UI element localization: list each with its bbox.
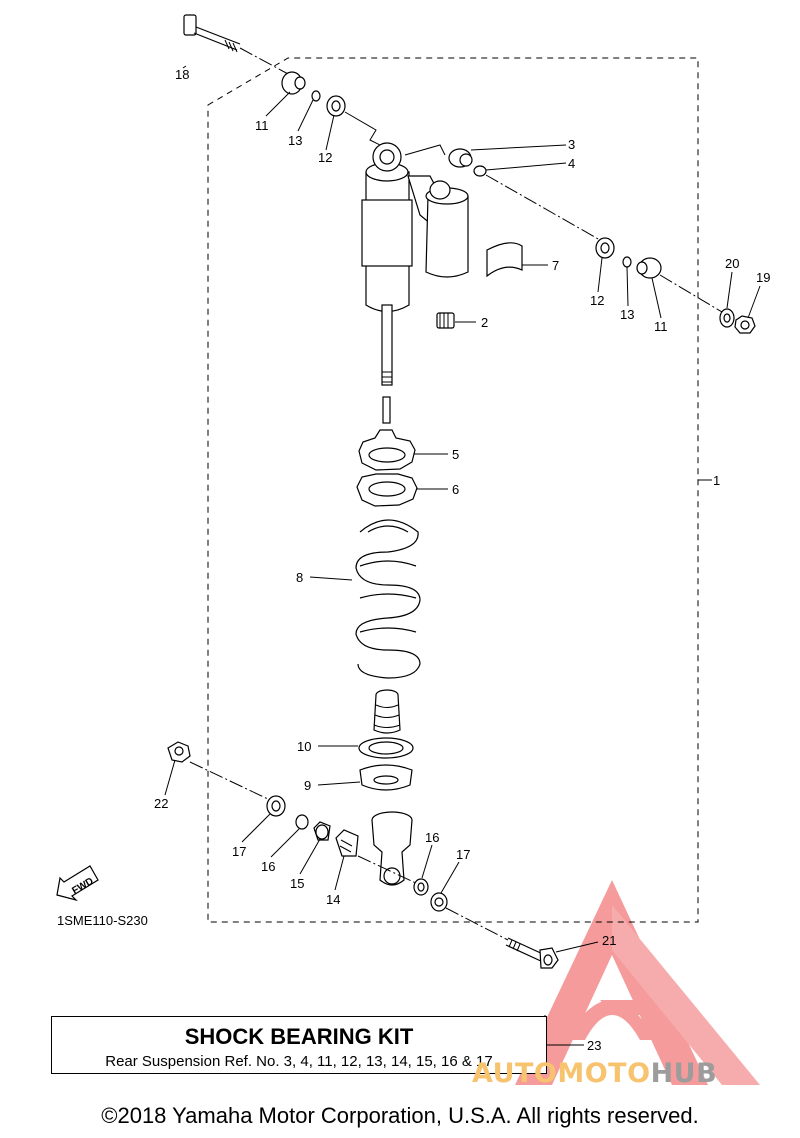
callout-4: 4	[568, 156, 575, 171]
watermark-part1: AUTOMOTO	[472, 1058, 651, 1089]
callout-3: 3	[568, 137, 575, 152]
copyright-notice: ©2018 Yamaha Motor Corporation, U.S.A. A…	[101, 1103, 699, 1128]
callout-8: 8	[296, 570, 303, 585]
triangle-logo-icon	[515, 880, 760, 1085]
seal-16-right	[413, 878, 429, 896]
callout-17-left: 17	[232, 844, 246, 859]
kit-subtitle: Rear Suspension Ref. No. 3, 4, 11, 12, 1…	[105, 1053, 493, 1070]
bolt-18	[183, 14, 241, 53]
oring-13-upper	[311, 90, 321, 102]
washer-17-left	[266, 795, 286, 817]
callout-12-right: 12	[590, 293, 604, 308]
callout-2: 2	[481, 315, 488, 330]
callout-15: 15	[290, 876, 304, 891]
seal-16-left	[295, 814, 309, 830]
spring-seat-10	[358, 737, 414, 759]
spring-8	[355, 519, 421, 679]
callout-5: 5	[452, 447, 459, 462]
callout-11-upper: 11	[255, 118, 269, 133]
washer-12-right	[595, 237, 615, 259]
bump-stop	[373, 689, 401, 734]
washer-12-upper	[326, 95, 346, 117]
callout-9: 9	[304, 778, 311, 793]
callout-23: 23	[587, 1038, 601, 1053]
washer-17-right	[430, 892, 448, 912]
watermark-text: AUTOMOTOHUB	[472, 1058, 717, 1089]
bolt-21	[505, 937, 559, 969]
bearing-14	[335, 829, 359, 857]
spring-guide-9	[359, 764, 413, 791]
shock-absorber-body	[361, 142, 469, 386]
callout-19: 19	[756, 270, 770, 285]
nut-22	[167, 741, 191, 763]
adjuster-6	[356, 473, 418, 507]
watermark-part2: HUB	[650, 1058, 718, 1089]
assembly-boundary	[207, 57, 699, 923]
collar-15	[313, 821, 331, 841]
callout-16-right: 16	[425, 830, 439, 845]
rod-piece	[382, 396, 391, 424]
fwd-arrow-icon: FWD	[56, 865, 99, 902]
callout-13-right: 13	[620, 307, 634, 322]
oring-4	[473, 165, 487, 177]
band-7	[486, 242, 523, 278]
collar-11-right	[636, 257, 662, 279]
callout-12-upper: 12	[318, 150, 332, 165]
nut-19	[734, 315, 756, 334]
callout-21: 21	[602, 933, 616, 948]
callout-14: 14	[326, 892, 340, 907]
callout-22: 22	[154, 796, 168, 811]
washer-20	[719, 308, 735, 328]
lower-clevis	[371, 811, 413, 886]
callout-10: 10	[297, 739, 311, 754]
oring-13-right	[622, 256, 632, 268]
kit-title: SHOCK BEARING KIT	[184, 1024, 414, 1049]
callout-18: 18	[175, 67, 189, 82]
callout-6: 6	[452, 482, 459, 497]
callout-17-right: 17	[456, 847, 470, 862]
valve-cap-2	[436, 312, 455, 329]
callout-13-upper: 13	[288, 133, 302, 148]
callout-16-left: 16	[261, 859, 275, 874]
collar-11-upper	[281, 71, 306, 95]
bushing-3	[448, 148, 473, 168]
callout-20: 20	[725, 256, 739, 271]
shock-bearing-kit-box: SHOCK BEARING KIT Rear Suspension Ref. N…	[51, 1016, 547, 1074]
callout-11-right: 11	[654, 319, 668, 334]
callout-1: 1	[713, 473, 720, 488]
callout-7: 7	[552, 258, 559, 273]
diagram-code: 1SME110-S230	[57, 913, 148, 928]
locknut-5	[358, 429, 416, 471]
